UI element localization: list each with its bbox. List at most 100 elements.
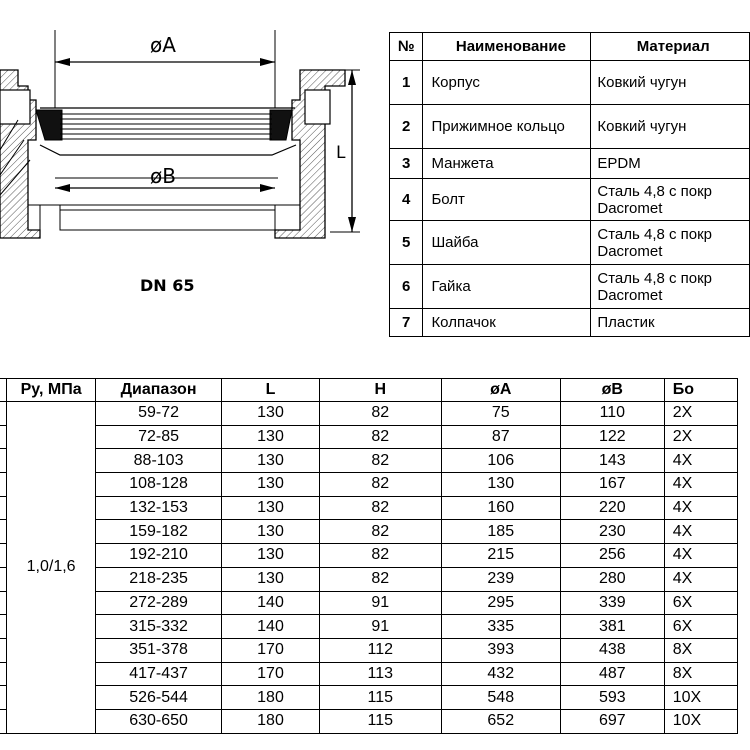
- a-cell: 130: [440, 472, 561, 497]
- header-material: Материал: [590, 32, 750, 61]
- b-cell: 220: [559, 495, 665, 521]
- b-cell: 143: [559, 448, 665, 474]
- row-lead-cell: [0, 566, 8, 592]
- a-cell: 652: [440, 708, 561, 734]
- header-l: L: [221, 378, 320, 402]
- b-cell: 593: [559, 685, 665, 710]
- dn-label: DN 65: [140, 276, 195, 295]
- part-material-coating: Dacromet: [597, 286, 663, 304]
- l-cell: 130: [221, 401, 320, 426]
- l-cell: 180: [221, 708, 320, 734]
- range-cell: 132-153: [94, 495, 223, 521]
- bolts-cell: 4X: [663, 566, 739, 592]
- fitting-body: [0, 69, 346, 239]
- h-cell: 115: [318, 708, 442, 734]
- row-lead-cell: [0, 495, 8, 521]
- bolts-cell: 4X: [663, 519, 739, 545]
- parts-table: № Наименование Материал 1 Корпус Ковкий …: [388, 32, 750, 337]
- range-cell: 315-332: [94, 614, 223, 639]
- part-number: 1: [388, 60, 424, 105]
- part-number: 3: [388, 148, 424, 179]
- a-cell: 75: [440, 401, 561, 426]
- h-cell: 82: [318, 472, 442, 497]
- part-material: Пластик: [590, 308, 750, 337]
- l-cell: 130: [221, 543, 320, 568]
- bolts-cell: 4X: [663, 472, 739, 497]
- range-cell: 351-378: [94, 637, 223, 663]
- range-cell: 108-128: [94, 472, 223, 497]
- h-cell: 82: [318, 519, 442, 545]
- part-name: Манжета: [422, 148, 592, 179]
- h-cell: 91: [318, 614, 442, 639]
- b-cell: 381: [559, 614, 665, 639]
- row-lead-cell: [0, 637, 8, 663]
- h-cell: 112: [318, 637, 442, 663]
- h-cell: 113: [318, 661, 442, 687]
- l-cell: 130: [221, 472, 320, 497]
- part-material-coating: Dacromet: [597, 199, 663, 217]
- a-cell: 160: [440, 495, 561, 521]
- l-cell: 130: [221, 424, 320, 450]
- header-a: øA: [440, 378, 561, 402]
- bolts-cell: 6X: [663, 590, 739, 616]
- dimension-b-label: øB: [150, 164, 176, 188]
- a-cell: 106: [440, 448, 561, 474]
- row-lead-cell: [0, 401, 8, 426]
- a-cell: 295: [440, 590, 561, 616]
- pressure-cell: 1,0/1,6: [6, 401, 96, 734]
- part-number: 4: [388, 178, 424, 221]
- range-cell: 159-182: [94, 519, 223, 545]
- a-cell: 393: [440, 637, 561, 663]
- a-cell: 215: [440, 543, 561, 568]
- header-pressure: Py, МПа: [6, 378, 96, 402]
- range-cell: 59-72: [94, 401, 223, 426]
- parts-row: 3 Манжета EPDM: [388, 148, 750, 179]
- bolts-cell: 8X: [663, 637, 739, 663]
- part-name: Гайка: [422, 264, 592, 309]
- spec-header-row: Py, МПа Диапазон L H øA øB Бо: [0, 378, 739, 402]
- dimension-l-label: L: [336, 143, 346, 163]
- l-cell: 130: [221, 566, 320, 592]
- part-material: Сталь 4,8 с покр: [597, 269, 713, 287]
- l-cell: 130: [221, 519, 320, 545]
- range-cell: 630-650: [94, 708, 223, 734]
- part-material: Сталь 4,8 с покр: [597, 182, 713, 200]
- parts-row: 2 Прижимное кольцо Ковкий чугун: [388, 104, 750, 149]
- a-cell: 548: [440, 685, 561, 710]
- h-cell: 82: [318, 448, 442, 474]
- part-material: Сталь 4,8 с покр: [597, 225, 713, 243]
- parts-row: 7 Колпачок Пластик: [388, 308, 750, 337]
- a-cell: 239: [440, 566, 561, 592]
- header-bolts: Бо: [663, 378, 739, 402]
- header-name: Наименование: [422, 32, 592, 61]
- a-cell: 185: [440, 519, 561, 545]
- l-cell: 180: [221, 685, 320, 710]
- dimension-b: øB: [55, 164, 275, 192]
- a-cell: 432: [440, 661, 561, 687]
- l-cell: 130: [221, 495, 320, 521]
- h-cell: 82: [318, 495, 442, 521]
- header-b: øB: [559, 378, 665, 402]
- bolts-cell: 2X: [663, 401, 739, 426]
- b-cell: 339: [559, 590, 665, 616]
- parts-header-row: № Наименование Материал: [388, 32, 750, 61]
- h-cell: 82: [318, 424, 442, 450]
- l-cell: 130: [221, 448, 320, 474]
- part-number: 7: [388, 308, 424, 337]
- b-cell: 110: [559, 401, 665, 426]
- part-number: 6: [388, 264, 424, 309]
- part-name: Болт: [422, 178, 592, 221]
- part-name: Шайба: [422, 220, 592, 265]
